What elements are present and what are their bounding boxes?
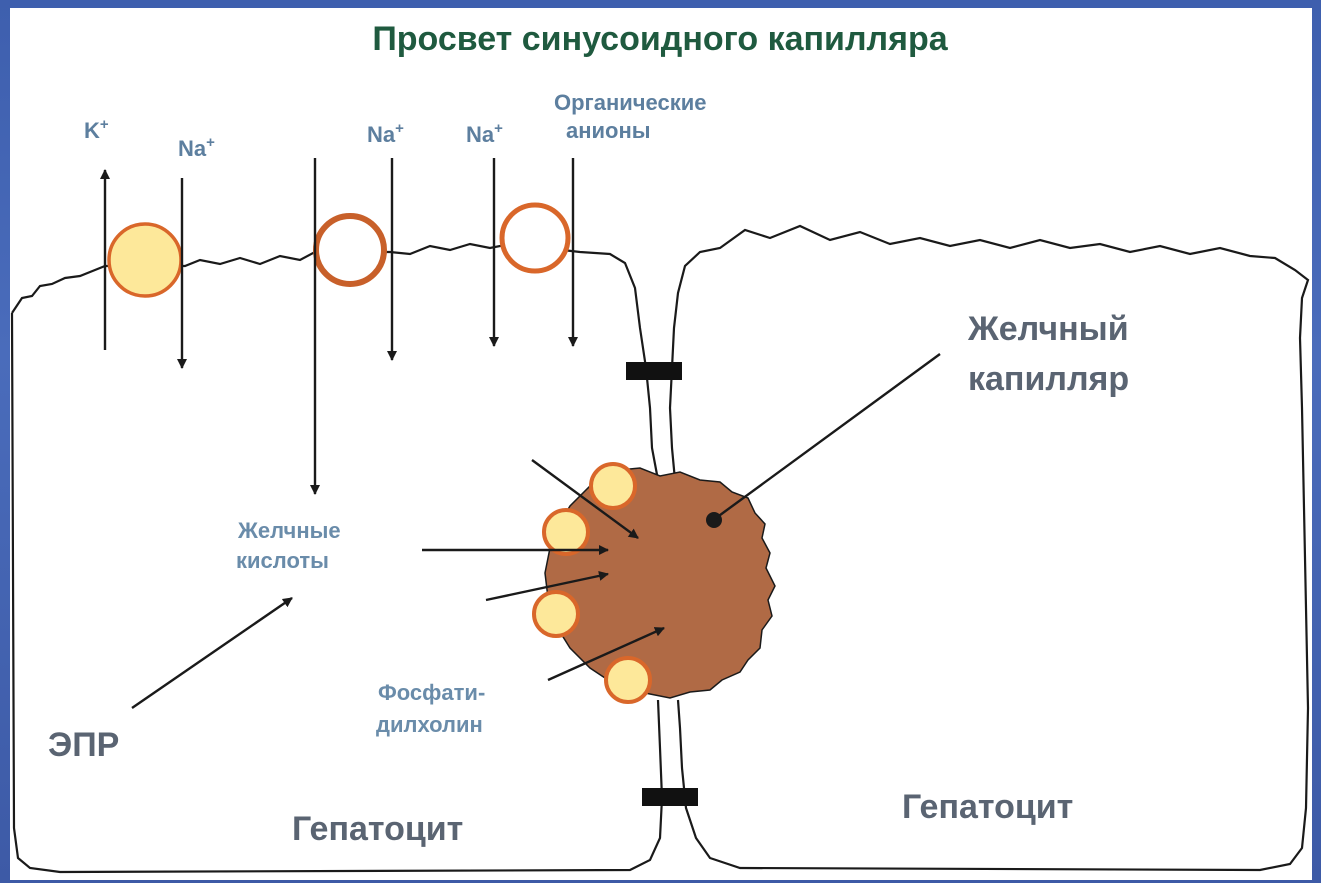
na-label-1: Na+: [178, 134, 215, 161]
er-arrow: [132, 598, 292, 708]
diagram-panel: Просвет синусоидного капилляра K+ Na+ Na…: [10, 8, 1312, 880]
bile-acids-label-1: Желчные: [237, 518, 341, 543]
na-label-2: Na+: [367, 120, 404, 147]
bile-capillary-label-1: Желчный: [967, 310, 1129, 348]
bile-capillary-pointer: [716, 354, 940, 518]
phosphatidylcholine-label-1: Фосфати-: [378, 680, 485, 705]
phosphatidylcholine-label-2: дилхолин: [376, 712, 483, 737]
bile-canaliculus: [545, 468, 775, 698]
na-label-3: Na+: [466, 120, 503, 147]
transporter-organic-anion: [502, 205, 568, 271]
k-label: K+: [84, 116, 109, 143]
canalicular-transporter-1: [591, 464, 635, 508]
transporter-na-k-pump: [109, 224, 181, 296]
hepatocyte-diagram: Просвет синусоидного капилляра K+ Na+ Na…: [10, 8, 1312, 880]
tight-junction-upper: [626, 362, 682, 380]
canalicular-transporter-3: [534, 592, 578, 636]
organic-anions-label-1: Органические: [554, 90, 707, 115]
canalicular-transporter-2: [544, 510, 588, 554]
transporter-na-bile-acid: [316, 216, 384, 284]
tight-junction-lower: [642, 788, 698, 806]
canalicular-transporter-4: [606, 658, 650, 702]
bile-acids-label-2: кислоты: [236, 548, 329, 573]
organic-anions-label-2: анионы: [566, 118, 651, 143]
hepatocyte-right-label: Гепатоцит: [902, 788, 1073, 826]
hepatocyte-left-label: Гепатоцит: [292, 810, 463, 848]
er-label: ЭПР: [48, 726, 119, 764]
diagram-title: Просвет синусоидного капилляра: [372, 20, 948, 58]
bile-capillary-label-2: капилляр: [968, 360, 1129, 398]
